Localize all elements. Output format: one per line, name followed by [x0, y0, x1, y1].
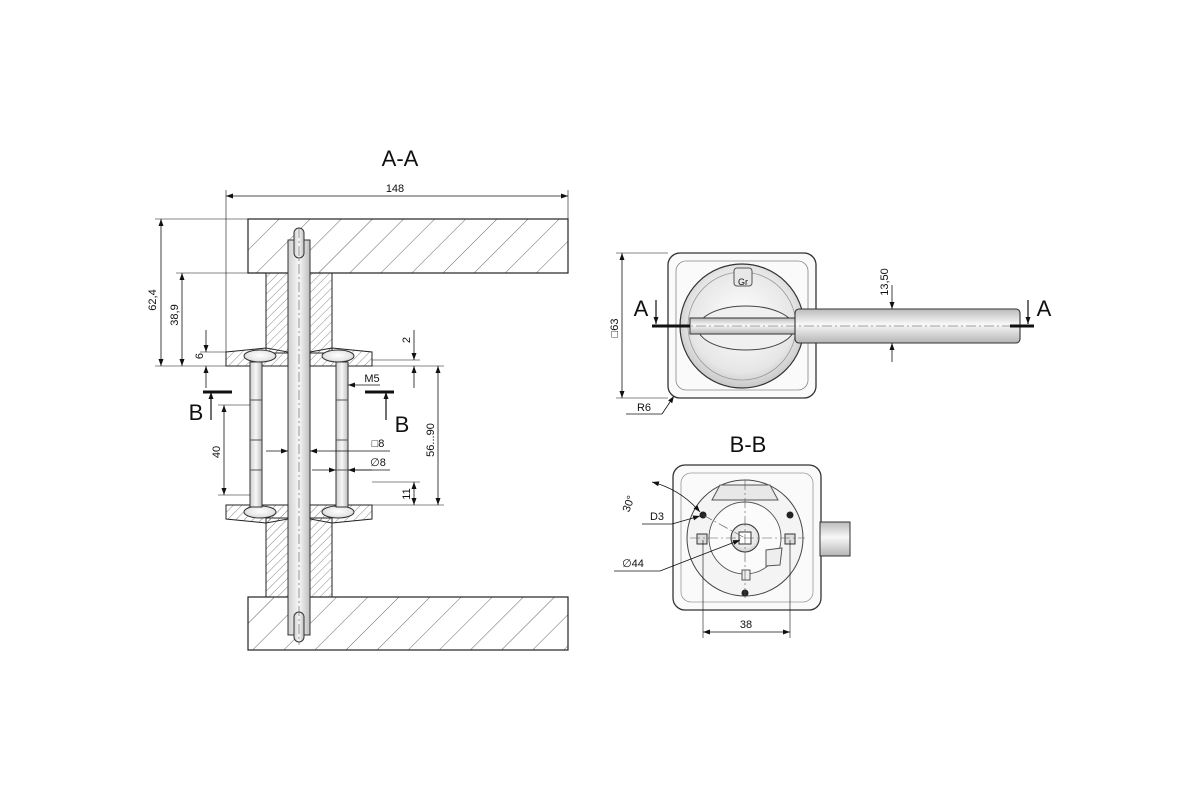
dim-bottom-offset: 11	[372, 481, 420, 505]
svg-text:40: 40	[211, 446, 223, 458]
svg-text:∅44: ∅44	[622, 558, 644, 570]
svg-text:6: 6	[194, 353, 206, 359]
svg-text:38: 38	[740, 619, 752, 631]
section-aa-view: A-A	[147, 146, 569, 651]
dim-square-spindle: □8	[266, 438, 390, 454]
svg-text:□8: □8	[372, 438, 385, 450]
handle-necks	[265, 272, 333, 598]
dim-hole-dia: D3	[642, 511, 701, 525]
svg-text:A: A	[1037, 296, 1052, 321]
svg-text:R6: R6	[637, 402, 651, 414]
svg-text:62,4: 62,4	[147, 289, 159, 310]
front-view: Gr A A 13,50 □63	[609, 252, 1052, 415]
rosette-top	[225, 347, 373, 367]
section-a-marker-right: A	[1010, 296, 1052, 328]
dim-height-total: 62,4	[147, 218, 248, 367]
section-a-marker-left: A	[634, 296, 690, 328]
svg-text:D3: D3	[650, 511, 664, 523]
section-b-marker-left: B	[189, 390, 232, 425]
svg-text:11: 11	[401, 488, 413, 499]
dim-hole-spacing: 38	[702, 540, 791, 638]
dim-square-rosette: □63	[609, 252, 668, 399]
dim-thread: M5	[348, 373, 380, 388]
dim-round-spindle: ∅8	[312, 457, 390, 473]
dim-corner-radius: R6	[626, 395, 675, 415]
section-bb-view: B-B 30°	[614, 432, 851, 638]
svg-text:30°: 30°	[621, 494, 638, 514]
dim-angle: 30°	[621, 481, 701, 514]
rosette-bottom	[225, 504, 373, 524]
svg-text:38,9: 38,9	[169, 304, 181, 325]
bb-lever-stub	[819, 521, 851, 557]
svg-text:□63: □63	[609, 319, 621, 338]
dim-bolt-circle: ∅44	[614, 539, 741, 572]
dim-gap-top: 2	[372, 330, 420, 388]
svg-text:∅8: ∅8	[370, 457, 386, 469]
svg-text:B: B	[395, 412, 410, 437]
svg-text:56...90: 56...90	[425, 423, 437, 457]
dim-overall-width: 148	[225, 183, 569, 352]
section-aa-title: A-A	[382, 146, 419, 171]
logo-text: Gr	[738, 277, 748, 287]
svg-text:148: 148	[386, 183, 404, 195]
svg-text:2: 2	[401, 337, 413, 343]
dim-handle-height: 13,50	[879, 268, 895, 362]
dim-screw-length: 40	[211, 404, 250, 496]
section-b-marker-right: B	[365, 390, 410, 437]
svg-text:13,50: 13,50	[879, 268, 891, 296]
svg-text:A: A	[634, 296, 649, 321]
svg-text:B: B	[189, 400, 204, 425]
dim-door-range: 56...90	[372, 365, 444, 506]
through-bolt-right	[335, 361, 349, 508]
dim-rosette-thickness: 6	[194, 330, 226, 388]
section-bb-title: B-B	[730, 432, 767, 457]
dim-height-inner: 38,9	[169, 272, 266, 366]
svg-text:M5: M5	[364, 373, 379, 385]
through-bolt-left	[249, 361, 263, 508]
